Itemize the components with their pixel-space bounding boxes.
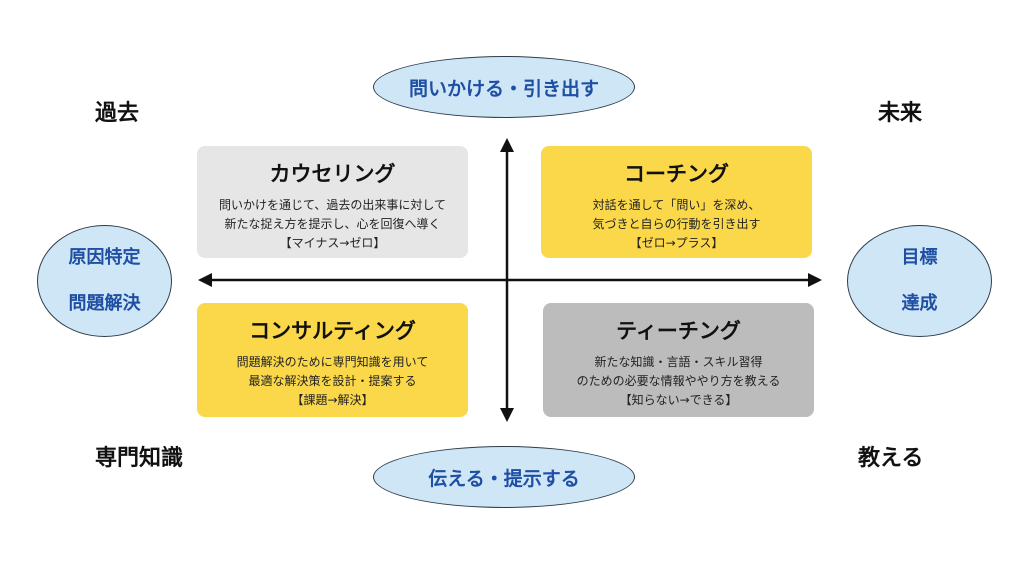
- left-arrowhead: [198, 273, 212, 287]
- down-arrowhead: [500, 408, 514, 422]
- label-teach: 教える: [858, 446, 924, 471]
- quadrant-consulting: コンサルティング 問題解決のために専門知識を用いて 最適な解決策を設計・提案する…: [197, 303, 468, 417]
- up-arrowhead: [500, 138, 514, 152]
- ellipse-convey-present: 伝える・提示する: [373, 446, 635, 508]
- coaching-title: コーチング: [624, 162, 729, 186]
- teaching-title: ティーチング: [616, 319, 741, 343]
- ellipse-goal-line2: 達成: [901, 293, 938, 314]
- consulting-tag: 【課題→解決】: [291, 393, 374, 407]
- quadrant-counseling: カウセリング 問いかけを通じて、過去の出来事に対して 新たな捉え方を提示し、心を…: [197, 146, 468, 258]
- coaching-desc-1: 対話を通して「問い」を深め、: [592, 198, 761, 212]
- coaching-tag: 【ゼロ→プラス】: [629, 236, 724, 250]
- label-expertise: 専門知識: [95, 446, 184, 471]
- counseling-desc-1: 問いかけを通じて、過去の出来事に対して: [218, 198, 447, 212]
- ellipse-convey-present-text: 伝える・提示する: [428, 467, 580, 490]
- right-arrowhead: [808, 273, 822, 287]
- ellipse-ask-elicit-text: 問いかける・引き出す: [408, 77, 599, 100]
- consulting-title: コンサルティング: [249, 319, 416, 343]
- ellipse-goal-line1: 目標: [901, 247, 938, 268]
- consulting-desc-2: 最適な解決策を設計・提案する: [248, 374, 417, 388]
- coaching-desc-2: 気づきと自らの行動を引き出す: [592, 217, 761, 231]
- ellipse-cause-line1: 原因特定: [68, 247, 141, 268]
- teaching-tag: 【知らない→できる】: [619, 393, 738, 407]
- counseling-tag: 【マイナス→ゼロ】: [279, 236, 386, 250]
- label-past: 過去: [95, 101, 140, 126]
- ellipse-goal-achieve: 目標 達成: [847, 225, 992, 337]
- quadrant-teaching: ティーチング 新たな知識・言語・スキル習得 のための必要な情報ややり方を教える …: [543, 303, 814, 417]
- teaching-desc-1: 新たな知識・言語・スキル習得: [594, 355, 763, 369]
- consulting-desc-1: 問題解決のために専門知識を用いて: [236, 355, 429, 369]
- ellipse-ask-elicit: 問いかける・引き出す: [373, 56, 635, 118]
- label-future: 未来: [878, 101, 923, 126]
- ellipse-cause-line2: 問題解決: [68, 293, 141, 314]
- quadrant-coaching: コーチング 対話を通して「問い」を深め、 気づきと自らの行動を引き出す 【ゼロ→…: [541, 146, 812, 258]
- counseling-desc-2: 新たな捉え方を提示し、心を回復へ導く: [224, 217, 441, 231]
- teaching-desc-2: のための必要な情報ややり方を教える: [576, 374, 781, 388]
- counseling-title: カウセリング: [269, 162, 396, 186]
- ellipse-cause-problem: 原因特定 問題解決: [37, 225, 172, 337]
